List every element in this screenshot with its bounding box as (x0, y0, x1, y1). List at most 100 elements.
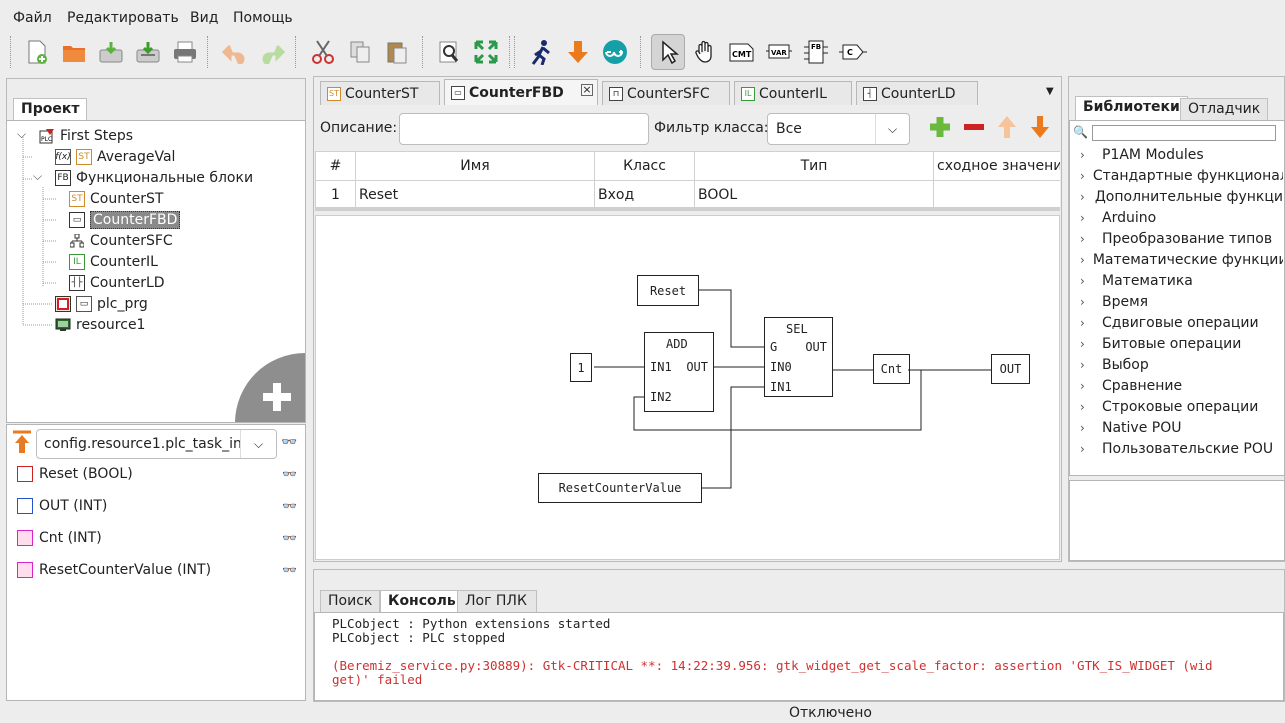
library-item[interactable]: ›Математика (1080, 271, 1193, 291)
close-icon[interactable]: × (581, 83, 593, 96)
open-icon[interactable] (57, 34, 91, 70)
menu-file[interactable]: Файл (13, 10, 52, 26)
table-cell[interactable]: BOOL (694, 180, 934, 207)
library-item[interactable]: ›Математические функции (1080, 250, 1283, 270)
menu-view[interactable]: Вид (190, 10, 219, 26)
tab-counterfbd[interactable]: ▭CounterFBD× (444, 79, 598, 105)
expander-icon[interactable]: ⌵ (17, 127, 27, 141)
chevron-right-icon[interactable]: › (1080, 253, 1085, 267)
chevron-right-icon[interactable]: › (1080, 190, 1085, 204)
chevron-right-icon[interactable]: › (1080, 169, 1085, 183)
up-arrow-icon[interactable] (11, 429, 33, 459)
table-cell[interactable]: 1 (315, 180, 356, 207)
library-item[interactable]: ›Время (1080, 292, 1148, 312)
library-item[interactable]: ›Пользовательские POU (1080, 439, 1273, 459)
tab-libraries[interactable]: Библиотеки (1075, 96, 1188, 120)
chevron-right-icon[interactable]: › (1080, 337, 1085, 351)
tab-debugger[interactable]: Отладчик (1180, 98, 1269, 120)
tree-item-counterld[interactable]: ┤├ CounterLD (69, 273, 165, 293)
tree-item-counterst[interactable]: ST CounterST (69, 189, 163, 209)
download-icon[interactable] (561, 34, 595, 70)
menu-help[interactable]: Помощь (233, 10, 293, 26)
instance-select[interactable]: config.resource1.plc_task_in ⌵ (36, 429, 277, 459)
copy-icon[interactable] (343, 34, 377, 70)
new-file-icon[interactable] (20, 34, 54, 70)
tree-item-plc-prg[interactable]: ▭ plc_prg (55, 294, 148, 314)
column-header[interactable]: сходное значени (933, 151, 1060, 181)
table-cell[interactable]: Reset (355, 180, 595, 207)
arduino-icon[interactable] (598, 34, 632, 70)
menu-edit[interactable]: Редактировать (67, 10, 179, 26)
debug-var-reset[interactable]: Reset (BOOL) (17, 463, 133, 485)
fbd-input-reset[interactable]: Reset (637, 275, 699, 306)
library-item[interactable]: ›Arduino (1080, 208, 1156, 228)
function-block-icon[interactable]: FB (799, 34, 833, 70)
tab-list-icon[interactable]: ▼ (1046, 86, 1054, 97)
column-header[interactable]: Класс (594, 151, 695, 181)
remove-var-button[interactable] (962, 115, 986, 143)
table-cell[interactable] (933, 180, 1060, 207)
tree-item-countersfc[interactable]: CounterSFC (69, 231, 173, 251)
debug-var-out[interactable]: OUT (INT) (17, 495, 107, 517)
chevron-right-icon[interactable]: › (1080, 211, 1085, 225)
redo-icon[interactable] (255, 34, 289, 70)
chevron-right-icon[interactable]: › (1080, 421, 1085, 435)
library-search-input[interactable] (1092, 125, 1276, 141)
chevron-right-icon[interactable]: › (1080, 316, 1085, 330)
fbd-output-out[interactable]: OUT (991, 354, 1030, 384)
save-as-icon[interactable] (131, 34, 165, 70)
column-header[interactable]: Имя (355, 151, 595, 181)
move-down-button[interactable] (1029, 114, 1051, 144)
chevron-right-icon[interactable]: › (1080, 400, 1085, 414)
column-header[interactable]: Тип (694, 151, 934, 181)
library-item[interactable]: ›Сдвиговые операции (1080, 313, 1259, 333)
table-cell[interactable]: Вход (594, 180, 695, 207)
run-icon[interactable] (524, 34, 558, 70)
tab-countersfc[interactable]: ⊓CounterSFC (602, 81, 730, 105)
chevron-right-icon[interactable]: › (1080, 148, 1085, 162)
pointer-icon[interactable] (651, 34, 685, 70)
add-var-button[interactable] (928, 115, 952, 143)
tree-item-counteril[interactable]: IL CounterIL (69, 252, 158, 272)
library-item[interactable]: ›P1AM Modules (1080, 145, 1204, 165)
tree-item-counterfbd[interactable]: ▭ CounterFBD (69, 210, 181, 230)
tree-item-averageval[interactable]: f(x) ST AverageVal (55, 149, 176, 165)
comment-icon[interactable]: CMT (725, 34, 759, 70)
glasses-icon[interactable]: 👓 (282, 563, 297, 577)
chevron-right-icon[interactable]: › (1080, 295, 1085, 309)
library-item[interactable]: ›Сравнение (1080, 376, 1182, 396)
fullscreen-icon[interactable] (469, 34, 503, 70)
chevron-right-icon[interactable]: › (1080, 274, 1085, 288)
chevron-right-icon[interactable]: › (1080, 358, 1085, 372)
chevron-right-icon[interactable]: › (1080, 379, 1085, 393)
library-item[interactable]: ›Стандартные функциональ (1080, 166, 1283, 186)
fbd-block-sel[interactable]: SEL G OUT IN0 IN1 (764, 317, 833, 397)
search-icon[interactable] (432, 34, 466, 70)
tab-console[interactable]: Консоль (380, 590, 464, 614)
glasses-icon[interactable]: 👓 (282, 499, 297, 513)
debug-var-resetcountervalue[interactable]: ResetCounterValue (INT) (17, 559, 211, 581)
move-up-button[interactable] (996, 114, 1018, 144)
tab-project[interactable]: Проект (13, 98, 88, 122)
undo-icon[interactable] (218, 34, 252, 70)
tree-item-project[interactable]: PLC First Steps (39, 128, 134, 144)
tab-plc-log[interactable]: Лог ПЛК (457, 590, 537, 612)
column-header[interactable]: # (315, 151, 356, 181)
fbd-inout-cnt[interactable]: Cnt (873, 354, 910, 384)
chevron-right-icon[interactable]: › (1080, 232, 1085, 246)
variable-icon[interactable]: VAR (762, 34, 796, 70)
add-button[interactable] (235, 353, 305, 422)
tree-item-fb-folder[interactable]: FB Функциональные блоки (55, 168, 253, 188)
library-item[interactable]: ›Преобразование типов (1080, 229, 1272, 249)
print-icon[interactable] (168, 34, 202, 70)
library-item[interactable]: ›Строковые операции (1080, 397, 1258, 417)
cut-icon[interactable] (306, 34, 340, 70)
table-row[interactable]: 1 Reset Вход BOOL (315, 180, 1060, 207)
library-item[interactable]: ›Дополнительные функци (1080, 187, 1283, 207)
glasses-icon[interactable]: 👓 (282, 531, 297, 545)
tab-search[interactable]: Поиск (320, 590, 381, 612)
library-item[interactable]: ›Битовые операции (1080, 334, 1241, 354)
expander-icon[interactable]: ⌵ (33, 169, 43, 183)
save-icon[interactable] (94, 34, 128, 70)
debug-var-cnt[interactable]: Cnt (INT) (17, 527, 102, 549)
